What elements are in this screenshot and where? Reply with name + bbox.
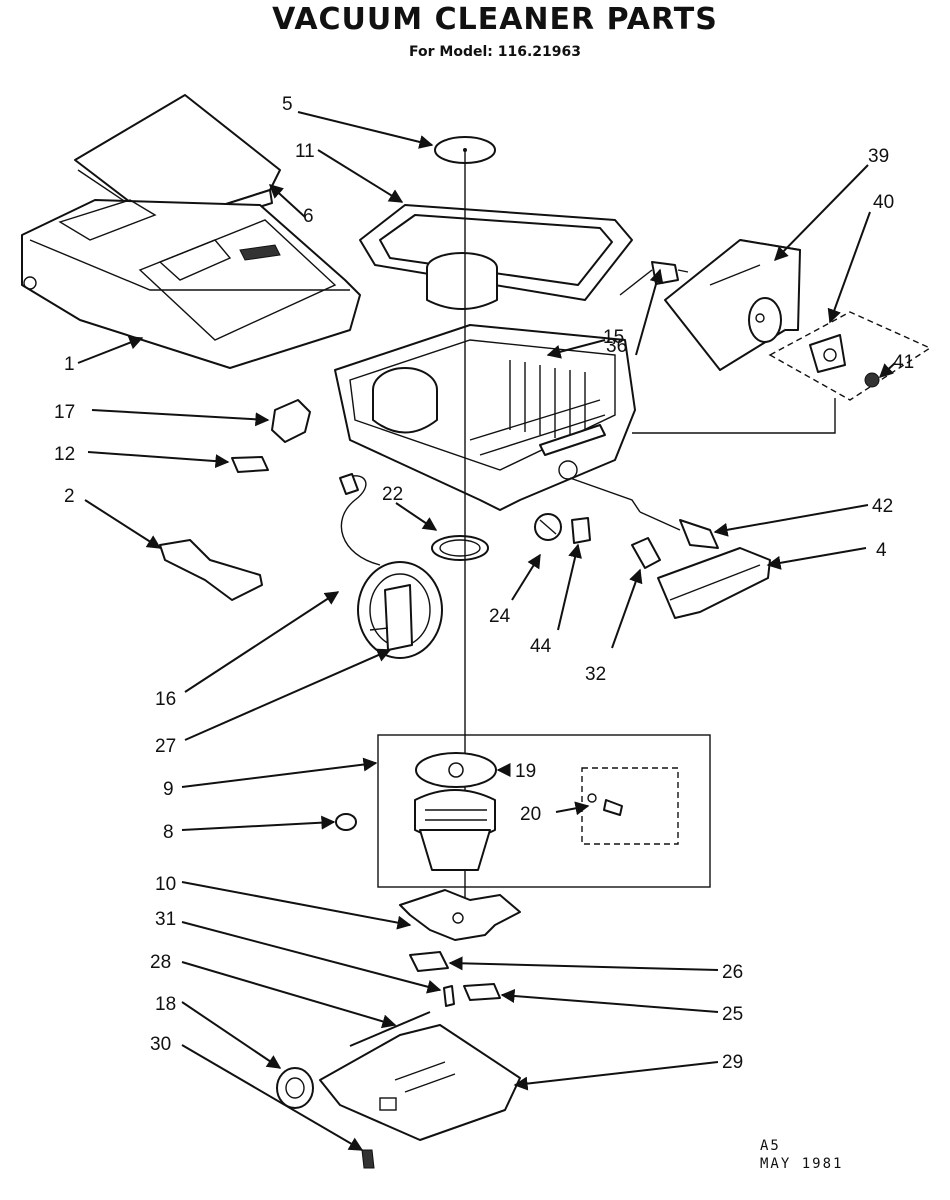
callout-16: 16 — [155, 689, 176, 710]
callout-28: 28 — [150, 952, 171, 973]
callout-40: 40 — [873, 192, 894, 213]
callout-4: 4 — [876, 540, 887, 561]
part-30-screw — [361, 1149, 375, 1169]
part-28-axle — [349, 1011, 431, 1047]
part-2-bracket — [159, 539, 263, 601]
part-32-latch — [631, 537, 661, 569]
callout-26: 26 — [722, 962, 743, 983]
callout-41: 41 — [893, 352, 914, 373]
part-42-plug — [569, 477, 719, 549]
callout-10: 10 — [155, 874, 176, 895]
part-9-motor-assembly — [377, 734, 711, 888]
part-10-impeller — [399, 889, 521, 941]
callout-39: 39 — [868, 146, 889, 167]
callout-24: 24 — [489, 606, 511, 627]
part-16-27-cord-reel — [339, 473, 443, 659]
part-11-gasket — [359, 204, 633, 301]
part-18-wheel — [276, 1067, 314, 1109]
callout-9: 9 — [163, 779, 174, 800]
part-25-strip — [463, 983, 501, 1001]
callout-1: 1 — [64, 354, 75, 375]
part-12-pad — [231, 456, 269, 473]
stamp-code: A5 — [760, 1138, 781, 1154]
callout-27: 27 — [155, 736, 176, 757]
part-26-strip — [409, 951, 449, 972]
part-1-hood — [21, 199, 361, 369]
model-subtitle: For Model: 116.21963 — [409, 44, 581, 60]
callout-36: 36 — [606, 336, 627, 357]
leader-lines — [77, 111, 896, 1151]
part-15-housing — [334, 252, 636, 511]
callout-15: 15 — [603, 327, 624, 348]
part-31-screw — [443, 985, 455, 1007]
callout-20: 20 — [520, 804, 541, 825]
callout-29: 29 — [722, 1052, 743, 1073]
callout-5: 5 — [282, 94, 293, 115]
part-39-bag-holder — [664, 239, 801, 371]
part-22-oring — [431, 535, 489, 561]
callout-32: 32 — [585, 664, 606, 685]
callout-31: 31 — [155, 909, 176, 930]
callout-18: 18 — [155, 994, 176, 1015]
callout-42: 42 — [872, 496, 893, 517]
callout-17: 17 — [54, 402, 75, 423]
callout-19: 19 — [515, 761, 536, 782]
diagram-title: VACUUM CLEANER PARTS — [272, 2, 718, 37]
callout-2: 2 — [64, 486, 75, 507]
part-24-clip — [534, 513, 562, 541]
callout-6: 6 — [303, 206, 314, 227]
callout-12: 12 — [54, 444, 75, 465]
callout-11: 11 — [295, 141, 315, 162]
part-17-bracket — [271, 399, 311, 443]
callout-22: 22 — [382, 484, 403, 505]
callout-30: 30 — [150, 1034, 171, 1055]
part-8-brush — [335, 813, 357, 831]
part-40-41-group — [632, 311, 932, 434]
callout-25: 25 — [722, 1004, 743, 1025]
part-29-base-plate — [319, 1024, 521, 1141]
part-44-latch — [571, 517, 591, 544]
part-4-bumper — [657, 547, 771, 619]
stamp-date: MAY 1981 — [760, 1156, 844, 1172]
callout-44: 44 — [530, 636, 552, 657]
callout-labels: 1 2 4 5 6 8 9 10 11 12 15 16 17 18 19 20… — [54, 94, 914, 1073]
callout-8: 8 — [163, 822, 174, 843]
